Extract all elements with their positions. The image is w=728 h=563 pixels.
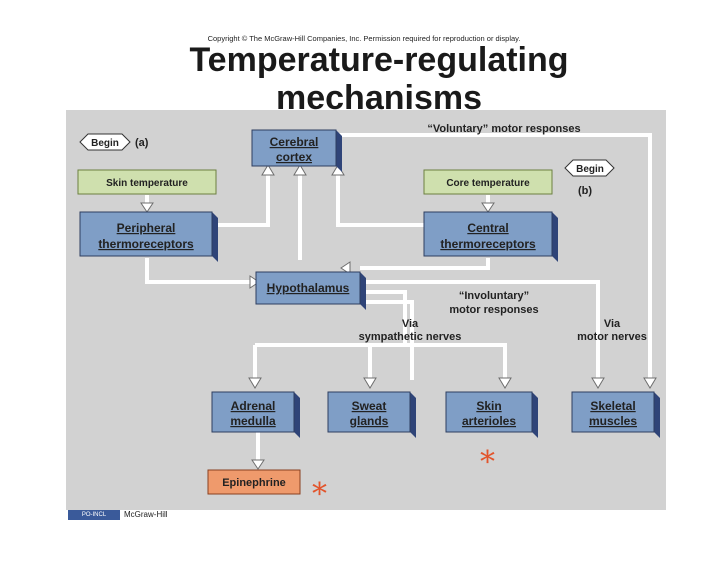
peripheral-label-1: Peripheral <box>117 221 176 235</box>
skin-arterioles-label-2: arterioles <box>462 414 516 428</box>
arrow-to-epinephrine <box>251 459 265 470</box>
skin-arterioles-node: Skin arterioles <box>445 391 538 438</box>
epinephrine-node: Epinephrine <box>207 469 301 495</box>
arrow-to-cerebral-2 <box>293 164 307 176</box>
arrow-skin-to-peripheral <box>140 202 154 213</box>
central-label-1: Central <box>467 221 508 235</box>
involuntary-label-2: motor responses <box>449 304 538 316</box>
hypothalamus-label: Hypothalamus <box>267 281 350 295</box>
arrow-to-sweat <box>363 377 377 389</box>
skeletal-label-1: Skeletal <box>590 399 635 413</box>
label-a: (a) <box>135 137 149 149</box>
asterisk-mark-1: * <box>480 445 495 480</box>
involuntary-label-1: “Involuntary” <box>459 290 529 302</box>
arrow-to-hypothalamus-right <box>340 261 351 275</box>
voluntary-label: “Voluntary” motor responses <box>427 123 580 135</box>
begin-b-text: Begin <box>576 164 604 175</box>
via-motor-label-2: motor nerves <box>577 331 647 343</box>
adrenal-label-1: Adrenal <box>231 399 276 413</box>
label-b: (b) <box>578 185 592 197</box>
via-motor-label-1: Via <box>604 318 621 330</box>
skeletal-muscles-node: Skeletal muscles <box>571 391 660 438</box>
core-temperature-label: Core temperature <box>446 178 530 189</box>
sweat-label-1: Sweat <box>352 399 387 413</box>
sweat-label-2: glands <box>350 414 389 428</box>
hypothalamus-node: Hypothalamus <box>255 271 366 310</box>
via-sympathetic-label-2: sympathetic nerves <box>359 331 462 343</box>
arrow-to-hypothalamus-left <box>249 275 260 289</box>
skin-temperature-label: Skin temperature <box>106 178 188 189</box>
copyright-notice: Copyright © The McGraw-Hill Companies, I… <box>207 34 521 43</box>
publisher-name: McGraw-Hill <box>124 510 168 519</box>
via-sympathetic-label-1: Via <box>402 318 419 330</box>
peripheral-label-2: thermoreceptors <box>98 237 194 251</box>
skeletal-label-2: muscles <box>589 414 637 428</box>
cerebral-label-2: cortex <box>276 150 312 164</box>
arrow-via-motor-2 <box>643 377 657 389</box>
asterisk-mark-2: * <box>312 477 327 512</box>
adrenal-label-2: medulla <box>230 414 276 428</box>
arrow-via-motor-1 <box>591 377 605 389</box>
skin-arterioles-label-1: Skin <box>476 399 501 413</box>
central-label-2: thermoreceptors <box>440 237 536 251</box>
central-thermoreceptors-node: Central thermoreceptors <box>423 211 558 262</box>
sweat-glands-node: Sweat glands <box>327 391 416 438</box>
cerebral-label-1: Cerebral <box>270 135 319 149</box>
begin-a-text: Begin <box>91 138 119 149</box>
arrowheads <box>140 164 657 470</box>
cerebral-cortex-node: Cerebral cortex <box>251 129 342 172</box>
publisher-logo: PO-INCL <box>68 510 120 520</box>
arrow-to-adrenal <box>248 377 262 389</box>
begin-b-marker: Begin (b) <box>564 159 615 197</box>
adrenal-medulla-node: Adrenal medulla <box>211 391 300 438</box>
skin-temperature-node: Skin temperature <box>77 169 217 195</box>
arrow-to-skin-arterioles <box>498 377 512 389</box>
arrow-to-cerebral-1 <box>261 164 275 176</box>
peripheral-thermoreceptors-node: Peripheral thermoreceptors <box>79 211 218 262</box>
epinephrine-label: Epinephrine <box>222 477 286 489</box>
core-temperature-node: Core temperature <box>423 169 553 195</box>
title-line-1: Temperature-regulating <box>189 41 569 79</box>
begin-a-marker: Begin (a) <box>79 133 149 151</box>
arrow-core-to-central <box>481 202 495 213</box>
